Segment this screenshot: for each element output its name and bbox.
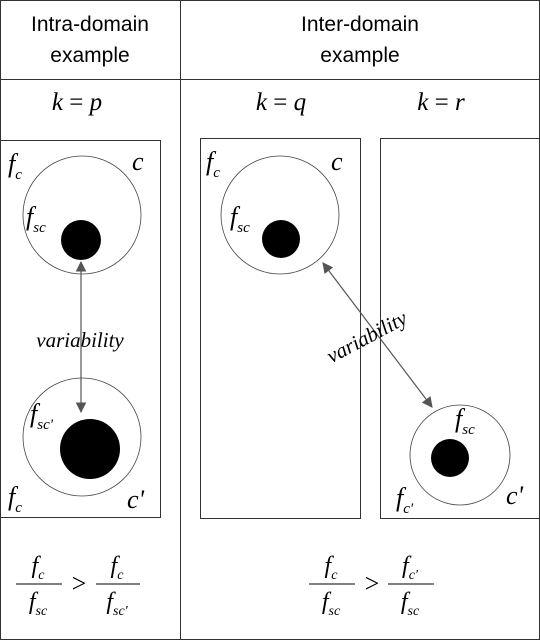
inter-variability-label: variability (322, 305, 411, 368)
intra-domain-box (0, 140, 161, 518)
formula-right-denominator-2: fsc (401, 589, 420, 619)
formula-left-operator: > (72, 569, 87, 598)
intra-subcluster-sc-prime-dot (60, 419, 120, 479)
k-label-q: k = q (256, 89, 306, 116)
formula-right-numerator-1: fc (325, 553, 339, 583)
inter-cluster-c-prime-circle (409, 404, 511, 506)
inter-inequality-formula: fc fsc > fc' fsc (309, 553, 434, 619)
intra-header-line2: example (50, 44, 129, 67)
inter-r-fsc-label: fsc (455, 404, 475, 438)
intra-bottom-c-prime-label: c' (127, 485, 145, 514)
formula-right-operator: > (365, 569, 380, 598)
formula-left-denominator-1: fsc (29, 589, 48, 619)
intra-top-fsc-label: fsc (26, 202, 46, 236)
inter-cluster-c-circle (220, 155, 340, 275)
formula-right-denominator-1: fsc (322, 589, 341, 619)
k-label-p: k = p (52, 89, 102, 116)
inter-subcluster-sc-dot-r (431, 439, 469, 477)
intra-bottom-fsc-label: fsc' (30, 399, 54, 433)
intra-top-c-label: c (132, 147, 144, 176)
formula-left-denominator-2: fsc' (106, 589, 128, 619)
k-label-r: k = r (417, 89, 465, 116)
inter-r-fc-prime-label: fc' (396, 483, 414, 517)
intra-top-fc-label: fc (8, 149, 22, 183)
inter-variability-arrow (322, 262, 433, 408)
formula-left-numerator-1: fc (32, 553, 46, 583)
inter-subcluster-sc-dot (262, 220, 300, 258)
inter-r-c-prime-label: c' (506, 481, 524, 510)
inter-q-fsc-label: fsc (230, 202, 250, 236)
intra-inequality-formula: fc fsc > fc fsc' (16, 553, 140, 619)
formula-left-numerator-2: fc (111, 553, 125, 583)
intra-bottom-fc-label: fc (8, 482, 22, 516)
inter-header-line2: example (320, 44, 399, 67)
formula-right-numerator-2: fc' (402, 553, 419, 583)
intra-subcluster-sc-dot (61, 220, 101, 260)
inter-q-fc-label: fc (206, 147, 220, 181)
intra-header-line1: Intra-domain (31, 13, 149, 36)
inter-header-line1: Inter-domain (301, 13, 419, 36)
inter-q-c-label: c (331, 147, 343, 176)
intra-variability-label: variability (36, 328, 124, 352)
